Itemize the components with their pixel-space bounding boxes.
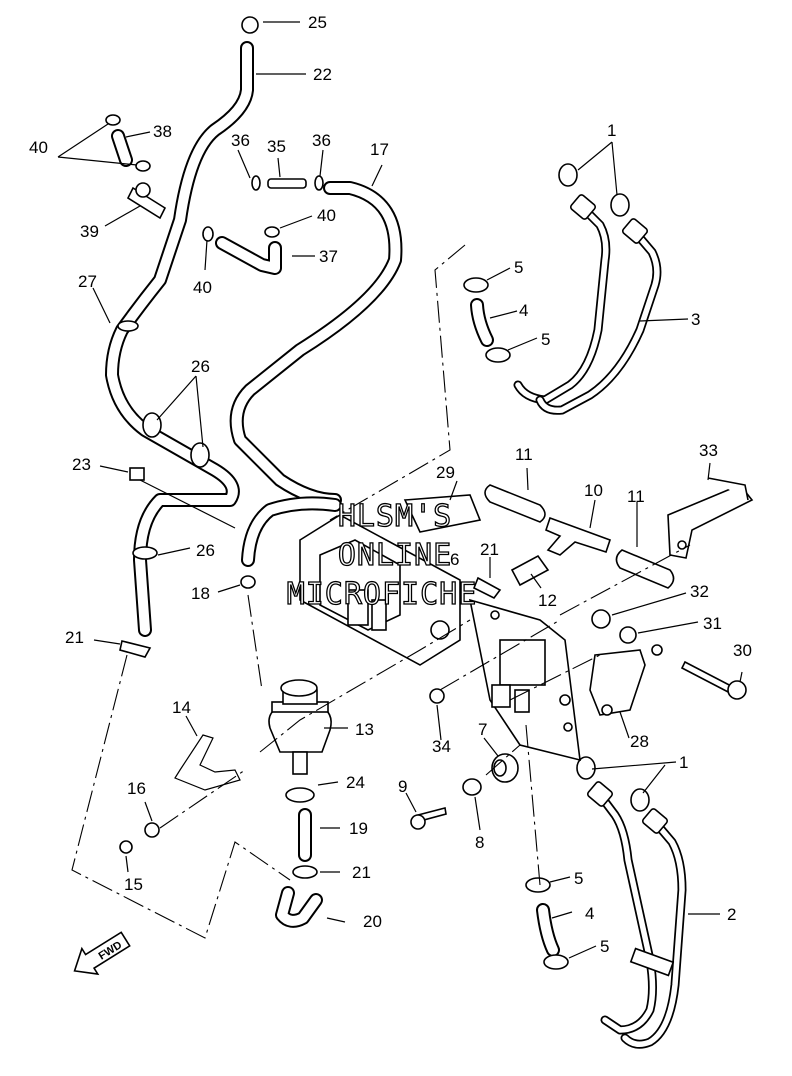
callout: 36 — [231, 131, 250, 150]
callout: 8 — [475, 833, 484, 852]
joint-39 — [126, 182, 167, 220]
callout: 37 — [319, 247, 338, 266]
band-23 — [129, 467, 236, 529]
hose-4-lower — [536, 903, 560, 957]
reference-lines — [71, 244, 691, 939]
callout: 9 — [398, 777, 407, 796]
fwd-arrow: FWD — [73, 931, 131, 976]
hose-38 — [111, 129, 133, 167]
callout: 21 — [480, 540, 499, 559]
bracket-14 — [174, 734, 241, 791]
callout: 14 — [172, 698, 191, 717]
callout: 12 — [538, 591, 557, 610]
hose-18-branch — [241, 496, 342, 567]
callout: 36 — [312, 131, 331, 150]
callout: 5 — [574, 869, 583, 888]
tee-10 — [545, 516, 612, 556]
hose-20 — [275, 886, 323, 928]
bolts — [119, 660, 747, 854]
callout: 26 — [196, 541, 215, 560]
callout: 17 — [370, 140, 389, 159]
hose-37 — [215, 236, 282, 275]
callout: 25 — [308, 13, 327, 32]
callout: 5 — [600, 937, 609, 956]
watermark-line-2: ONLINE — [338, 538, 452, 573]
grommet-16 — [144, 822, 160, 838]
callout: 23 — [72, 455, 91, 474]
hose-11-left — [484, 484, 546, 523]
hose-4-upper — [470, 298, 494, 347]
callout: 6 — [450, 550, 459, 569]
callout: 15 — [124, 875, 143, 894]
bracket-28 — [589, 644, 663, 716]
clamps — [105, 16, 569, 970]
callout: 39 — [80, 222, 99, 241]
callout: 33 — [699, 441, 718, 460]
tee-35 — [267, 178, 307, 189]
hose-22 — [105, 41, 254, 637]
callout: 20 — [363, 912, 382, 931]
callout: 2 — [727, 905, 736, 924]
callout: 10 — [584, 481, 603, 500]
callout: 29 — [436, 463, 455, 482]
callout: 30 — [733, 641, 752, 660]
callouts: 1 1 2 3 4 4 5 5 5 5 6 7 8 9 10 11 11 12 … — [29, 13, 752, 956]
callout: 13 — [355, 720, 374, 739]
bracket-29 — [403, 494, 482, 533]
fittings — [558, 163, 669, 834]
hose-11-right — [615, 549, 675, 589]
callout: 4 — [519, 301, 528, 320]
hose-17 — [229, 181, 403, 507]
valve-13 — [268, 679, 332, 775]
callout: 31 — [703, 614, 722, 633]
callout: 5 — [541, 330, 550, 349]
watermark-line-3: MICROFICHE — [287, 577, 478, 612]
washer-31 — [619, 626, 637, 644]
callout: 38 — [153, 122, 172, 141]
callout: 28 — [630, 732, 649, 751]
pipe-2 — [595, 790, 687, 1049]
plate-main — [468, 598, 581, 762]
callout: 11 — [515, 445, 533, 464]
callout: 22 — [313, 65, 332, 84]
callout: 40 — [193, 278, 212, 297]
callout: 1 — [679, 753, 688, 772]
callout: 40 — [29, 138, 48, 157]
hose-12 — [510, 554, 550, 587]
callout: 3 — [691, 310, 700, 329]
callout: 5 — [514, 258, 523, 277]
callout: 18 — [191, 584, 210, 603]
watermark-line-1: HLSM'S — [338, 499, 452, 534]
manifold-6 — [299, 514, 461, 666]
leader-lines — [57, 21, 743, 959]
callout: 4 — [585, 904, 594, 923]
callout: 7 — [478, 720, 487, 739]
callout: 19 — [349, 819, 368, 838]
bracket-33 — [667, 477, 754, 559]
watermark: HLSM'S ONLINE MICROFICHE — [286, 498, 478, 612]
callout: 1 — [607, 121, 616, 140]
pipe-3 — [513, 203, 662, 415]
callout: 24 — [346, 773, 365, 792]
callout: 40 — [317, 206, 336, 225]
collar-8 — [462, 778, 482, 796]
callout: 34 — [432, 737, 451, 756]
nut-32 — [591, 609, 611, 629]
callout: 27 — [78, 272, 97, 291]
grommet-7 — [491, 753, 519, 783]
callout: 26 — [191, 357, 210, 376]
callout: 11 — [627, 487, 645, 506]
callout: 16 — [127, 779, 146, 798]
callout: 32 — [690, 582, 709, 601]
callout: 21 — [352, 863, 371, 882]
callout: 21 — [65, 628, 84, 647]
callout: 35 — [267, 137, 286, 156]
